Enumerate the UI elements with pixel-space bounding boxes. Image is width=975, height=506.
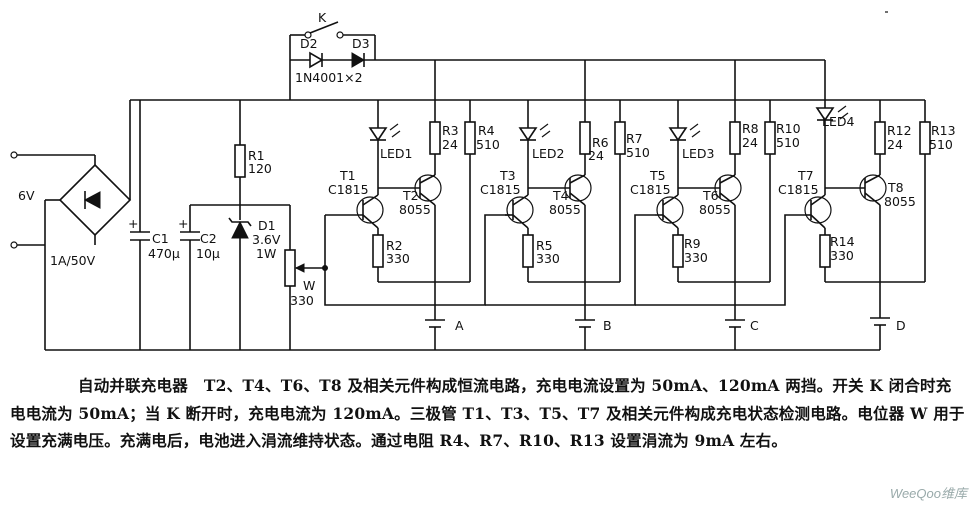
t6-label: T6	[702, 188, 719, 203]
r13-label: R13	[931, 123, 956, 138]
r5-value: 330	[536, 251, 560, 266]
r7-label: R7	[626, 131, 643, 146]
t1-part: C1815	[328, 182, 369, 197]
d2-label: D2	[300, 36, 318, 51]
battery-b-label: B	[603, 318, 612, 333]
r5-label: R5	[536, 238, 553, 253]
zener-d1: D1 3.6V 1W	[228, 217, 281, 350]
r8-label: R8	[742, 121, 759, 136]
capacitor-c1: + C1 470μ	[128, 100, 180, 350]
charger-schematic: 6V 1A/50V + C1 470μ + C2 10μ	[10, 10, 956, 351]
led2-label: LED2	[532, 146, 564, 161]
r10-value: 510	[776, 135, 800, 150]
t3-part: C1815	[480, 182, 521, 197]
t7-label: T7	[797, 168, 814, 183]
t8-part: 8055	[884, 194, 916, 209]
r6-label: R6	[592, 135, 609, 150]
channel-2: LED2 T3 C1815 R5 330 R6 24 R7 510 T4 805…	[480, 100, 650, 350]
battery-d-label: D	[896, 318, 906, 333]
battery-c-label: C	[750, 318, 759, 333]
t5-part: C1815	[630, 182, 671, 197]
led1-label: LED1	[380, 146, 412, 161]
r4-value: 510	[476, 137, 500, 152]
c1-value: 470μ	[148, 246, 180, 261]
r12-label: R12	[887, 123, 912, 138]
r14-label: R14	[830, 234, 855, 249]
t3-label: T3	[499, 168, 516, 183]
rectifier-label: 1A/50V	[50, 253, 96, 268]
d1-label: D1	[258, 218, 276, 233]
t8-label: T8	[887, 180, 904, 195]
c2-value: 10μ	[196, 246, 220, 261]
bridge-rectifier: 1A/50V	[44, 100, 132, 268]
d3-label: D3	[352, 36, 370, 51]
t2-part: 8055	[399, 202, 431, 217]
r4-label: R4	[478, 123, 495, 138]
c2-label: C2	[200, 231, 217, 246]
caption-body: T2、T4、T6、T8 及相关元件构成恒流电路，充电电流设置为 50mA、120…	[10, 376, 965, 450]
t4-part: 8055	[549, 202, 581, 217]
channel-1: LED1 T1 C1815 R2 330 R3 24 R4 510	[328, 100, 500, 350]
led4-label: LED4	[822, 114, 854, 129]
t1-label: T1	[339, 168, 356, 183]
svg-text:+: +	[178, 216, 188, 231]
caption-title: 自动并联充电器	[78, 377, 188, 395]
r7-value: 510	[626, 145, 650, 160]
d1-voltage: 3.6V	[252, 232, 281, 247]
r2-label: R2	[386, 238, 403, 253]
r14-value: 330	[830, 248, 854, 263]
channel-4: LED4 T7 C1815 R14 330 R12 24 R13 510 T8 …	[778, 100, 956, 350]
r13-value: 510	[929, 137, 953, 152]
potentiometer-w: W 330	[240, 204, 328, 350]
r1-value: 120	[248, 161, 272, 176]
r1-label: R1	[248, 148, 265, 163]
resistor-r1: R1 120	[234, 100, 272, 220]
r6-value: 24	[588, 148, 604, 163]
r9-label: R9	[684, 236, 701, 251]
capacitor-c2: + C2 10μ	[178, 204, 240, 350]
r12-value: 24	[887, 137, 903, 152]
battery-a-label: A	[455, 318, 464, 333]
supply-label: 6V	[18, 188, 35, 203]
diodes-d2-d3: D2 D3 1N4001×2	[290, 36, 826, 108]
pot-label: W	[303, 278, 315, 293]
svg-text:+: +	[128, 216, 138, 231]
channel-3: LED3 T5 C1815 R9 330 R8 24 R10 510 T6 80…	[630, 100, 801, 350]
switch-label: K	[318, 10, 327, 25]
led3-label: LED3	[682, 146, 714, 161]
r9-value: 330	[684, 250, 708, 265]
r3-value: 24	[442, 137, 458, 152]
diode-part-label: 1N4001×2	[295, 70, 363, 85]
t5-label: T5	[649, 168, 666, 183]
watermark: WeeQoo维库	[889, 486, 967, 501]
d1-power: 1W	[256, 246, 276, 261]
power-input: 6V	[10, 151, 95, 350]
t7-part: C1815	[778, 182, 819, 197]
switch-k: K	[289, 10, 376, 100]
t4-label: T4	[552, 188, 569, 203]
r10-label: R10	[776, 121, 801, 136]
t2-label: T2	[402, 188, 419, 203]
c1-label: C1	[152, 231, 169, 246]
t6-part: 8055	[699, 202, 731, 217]
r8-value: 24	[742, 135, 758, 150]
r2-value: 330	[386, 251, 410, 266]
r3-label: R3	[442, 123, 459, 138]
pot-value: 330	[290, 293, 314, 308]
